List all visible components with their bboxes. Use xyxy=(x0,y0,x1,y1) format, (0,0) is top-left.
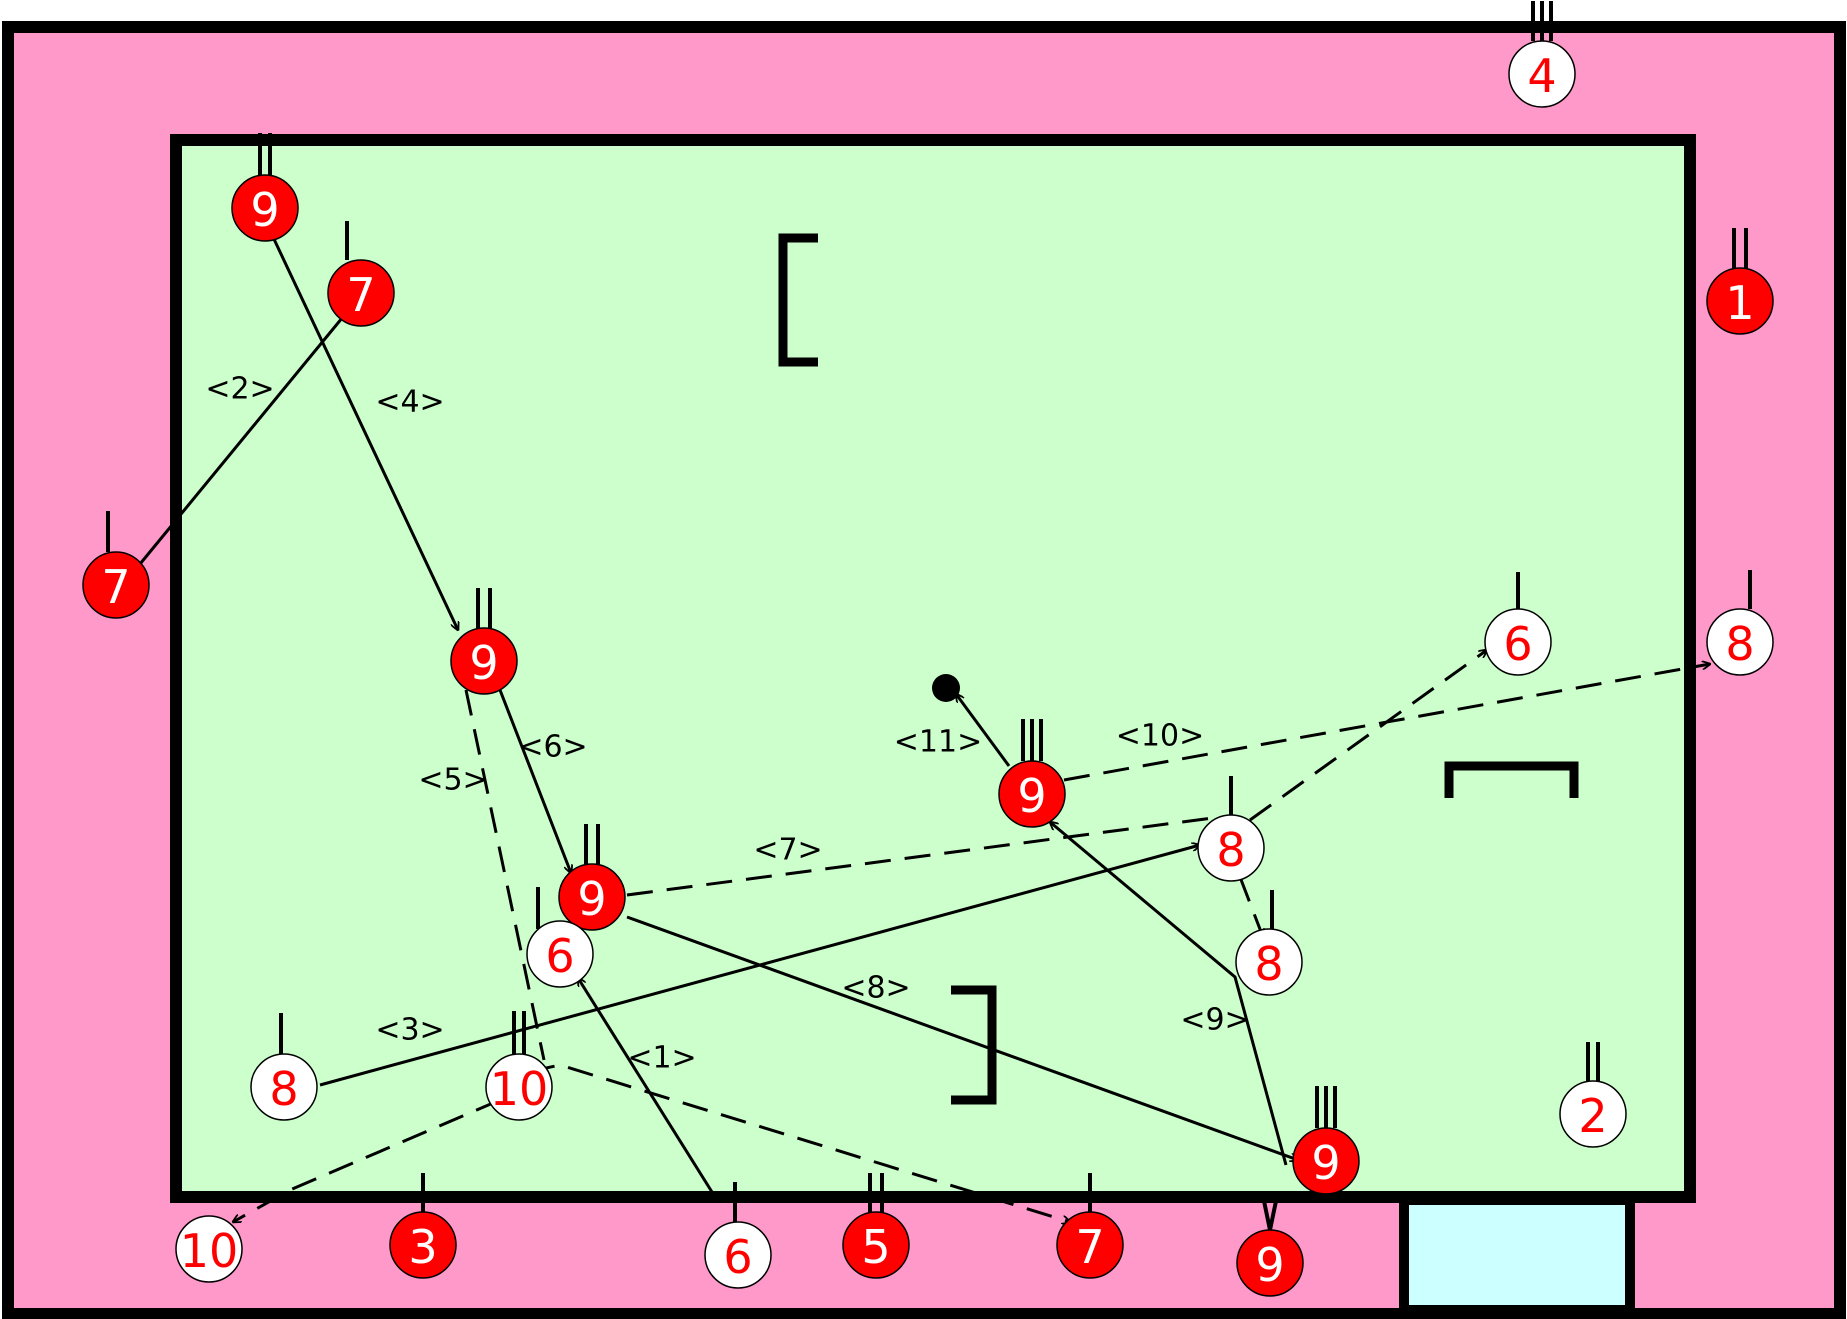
step-label: <2> xyxy=(205,372,274,407)
player-tokens: 9 7 7 9 9 9 9 9 xyxy=(82,1,1774,1297)
path-p12 xyxy=(1238,876,1263,937)
path-p9 xyxy=(1050,822,1288,1166)
path-p6 xyxy=(498,689,571,873)
player-token[interactable]: 10 xyxy=(175,1215,243,1283)
player-token[interactable]: 3 xyxy=(389,1173,457,1279)
player-number: 4 xyxy=(1527,49,1556,103)
step-label: <7> xyxy=(753,833,822,868)
player-token[interactable]: 6 xyxy=(1484,572,1552,676)
path-p2 xyxy=(138,312,347,565)
player-number: 9 xyxy=(1311,1136,1340,1190)
player-token[interactable]: 4 xyxy=(1508,1,1576,108)
player-number: 9 xyxy=(1255,1238,1284,1292)
player-token[interactable]: 9 xyxy=(1236,1200,1304,1297)
player-number: 9 xyxy=(469,636,498,690)
player-number: 8 xyxy=(1254,937,1283,991)
player-number: 6 xyxy=(1503,617,1532,671)
player-number: 5 xyxy=(861,1220,890,1274)
step-label: <5> xyxy=(418,763,487,798)
player-token[interactable]: 9 xyxy=(1292,1086,1360,1195)
path-p5 xyxy=(464,689,546,1061)
player-number: 3 xyxy=(408,1220,437,1274)
player-number: 10 xyxy=(180,1224,239,1278)
player-number: 7 xyxy=(101,560,130,614)
player-number: 7 xyxy=(1075,1220,1104,1274)
path-p4 xyxy=(271,236,458,630)
player-token[interactable]: 9 xyxy=(998,719,1066,828)
bracket-bottom xyxy=(951,985,997,1105)
step-label: <3> xyxy=(375,1013,444,1048)
player-number: 8 xyxy=(269,1062,298,1116)
bracket-top xyxy=(778,233,818,367)
player-token[interactable]: 5 xyxy=(842,1173,910,1279)
step-label: <11> xyxy=(894,725,982,760)
player-token[interactable]: 9 xyxy=(450,588,518,695)
player-number: 1 xyxy=(1725,276,1754,330)
player-token[interactable]: 7 xyxy=(82,511,150,619)
player-token[interactable]: 8 xyxy=(1197,776,1265,882)
step-labels: <1> <2> <3> <4> <5> <6> <7> <8> <9> <10>… xyxy=(205,372,1249,1076)
player-number: 10 xyxy=(490,1062,549,1116)
player-token[interactable]: 10 xyxy=(485,1011,553,1121)
player-number: 2 xyxy=(1578,1089,1607,1143)
player-token[interactable]: 6 xyxy=(526,887,594,988)
path-p7 xyxy=(626,815,1221,897)
step-label: <9> xyxy=(1180,1003,1249,1038)
player-number: 8 xyxy=(1216,823,1245,877)
player-token[interactable]: 9 xyxy=(231,133,299,242)
path-p8 xyxy=(626,915,1298,1160)
player-token[interactable]: 7 xyxy=(1056,1173,1124,1279)
player-token[interactable]: 7 xyxy=(327,221,395,327)
step-label: <1> xyxy=(627,1041,696,1076)
step-label: <10> xyxy=(1116,719,1204,754)
player-token[interactable]: 8 xyxy=(1706,570,1774,676)
player-token[interactable]: 2 xyxy=(1559,1042,1627,1148)
player-number: 9 xyxy=(250,183,279,237)
path-p13 xyxy=(1249,650,1487,822)
inner-field xyxy=(170,134,1696,1203)
player-number: 9 xyxy=(1017,769,1046,823)
step-label: <6> xyxy=(518,730,587,765)
player-number: 6 xyxy=(723,1230,752,1284)
goal-box xyxy=(1399,1195,1635,1315)
player-token[interactable]: 9 xyxy=(558,824,626,931)
step-label: <8> xyxy=(841,971,910,1006)
player-number: 9 xyxy=(577,872,606,926)
player-number: 6 xyxy=(545,929,574,983)
player-token[interactable]: 1 xyxy=(1706,228,1774,335)
player-token[interactable]: 8 xyxy=(250,1013,318,1121)
path-p11 xyxy=(956,694,1011,767)
path-p1 xyxy=(578,978,719,1201)
player-number: 8 xyxy=(1725,617,1754,671)
ball xyxy=(932,674,960,702)
player-token[interactable]: 8 xyxy=(1235,890,1303,996)
player-token[interactable]: 6 xyxy=(704,1182,772,1289)
player-number: 7 xyxy=(346,268,375,322)
step-label: <4> xyxy=(375,385,444,420)
bracket-right xyxy=(1444,761,1579,798)
